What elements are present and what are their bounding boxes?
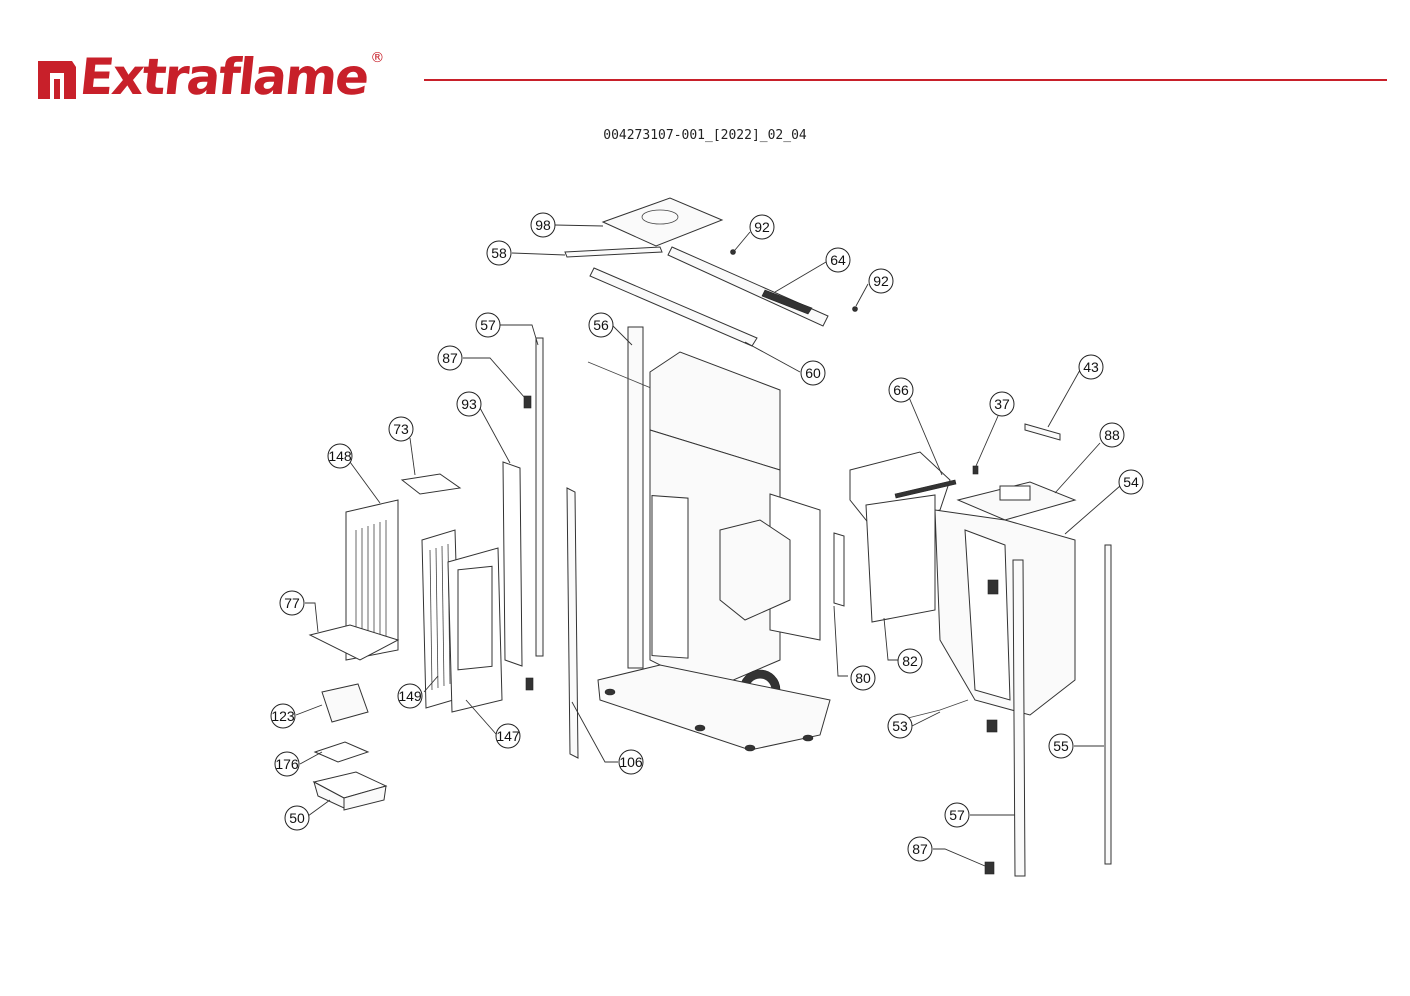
callout-label: 123 [271,708,295,724]
callout-label: 77 [284,595,300,611]
callout-label: 80 [855,670,871,686]
callout-66: 66 [888,377,914,403]
callout-43: 43 [1078,354,1104,380]
brand-logo: Extraflame ® [34,48,384,108]
callout-label: 73 [393,421,409,437]
callout-93: 93 [456,391,482,417]
callout-label: 88 [1104,427,1120,443]
document-code: 004273107-001_[2022]_02_04 [603,128,807,143]
callout-56: 56 [588,312,614,338]
callout-54: 54 [1118,469,1144,495]
callout-92-top: 92 [749,214,775,240]
callout-176: 176 [274,751,300,777]
callout-label: 87 [442,350,458,366]
callout-label: 60 [805,365,821,381]
callout-87-left: 87 [437,345,463,371]
callout-148: 148 [327,443,353,469]
parts-drawing [308,197,1112,877]
callout-label: 37 [994,396,1010,412]
callout-50: 50 [284,805,310,831]
callout-147: 147 [495,723,521,749]
callout-label: 92 [873,273,889,289]
callout-73: 73 [388,416,414,442]
registered-mark: ® [370,50,385,66]
callout-87-right: 87 [907,836,933,862]
callout-label: 92 [754,219,770,235]
callout-label: 87 [912,841,928,857]
callout-label: 98 [535,217,551,233]
callout-80: 80 [850,665,876,691]
leader-lines [295,224,1121,867]
callout-label: 149 [398,688,422,704]
callout-57-left: 57 [475,312,501,338]
callout-label: 147 [496,728,520,744]
callout-58: 58 [486,240,512,266]
callout-label: 148 [328,448,352,464]
callout-53: 53 [887,713,913,739]
callout-149: 149 [397,683,423,709]
header-rule [424,79,1387,81]
callout-label: 66 [893,382,909,398]
callout-label: 57 [480,317,496,333]
callout-label: 57 [949,807,965,823]
callout-60: 60 [800,360,826,386]
callout-98: 98 [530,212,556,238]
callout-label: 55 [1053,738,1069,754]
callout-57-right: 57 [944,802,970,828]
callout-label: 82 [902,653,918,669]
extraflame-logo-icon [38,61,76,99]
callout-82: 82 [897,648,923,674]
callout-label: 58 [491,245,507,261]
callout-55: 55 [1048,733,1074,759]
callout-label: 106 [619,754,643,770]
callout-77: 77 [279,590,305,616]
callout-64: 64 [825,247,851,273]
callout-label: 56 [593,317,609,333]
callout-106: 106 [618,749,644,775]
callout-label: 50 [289,810,305,826]
callout-123: 123 [270,703,296,729]
callout-label: 176 [275,756,299,772]
callout-37: 37 [989,391,1015,417]
callout-92-side: 92 [868,268,894,294]
callout-label: 93 [461,396,477,412]
callout-label: 64 [830,252,846,268]
callout-label: 54 [1123,474,1139,490]
callout-label: 53 [892,718,908,734]
callout-88: 88 [1099,422,1125,448]
callout-label: 43 [1083,359,1099,375]
